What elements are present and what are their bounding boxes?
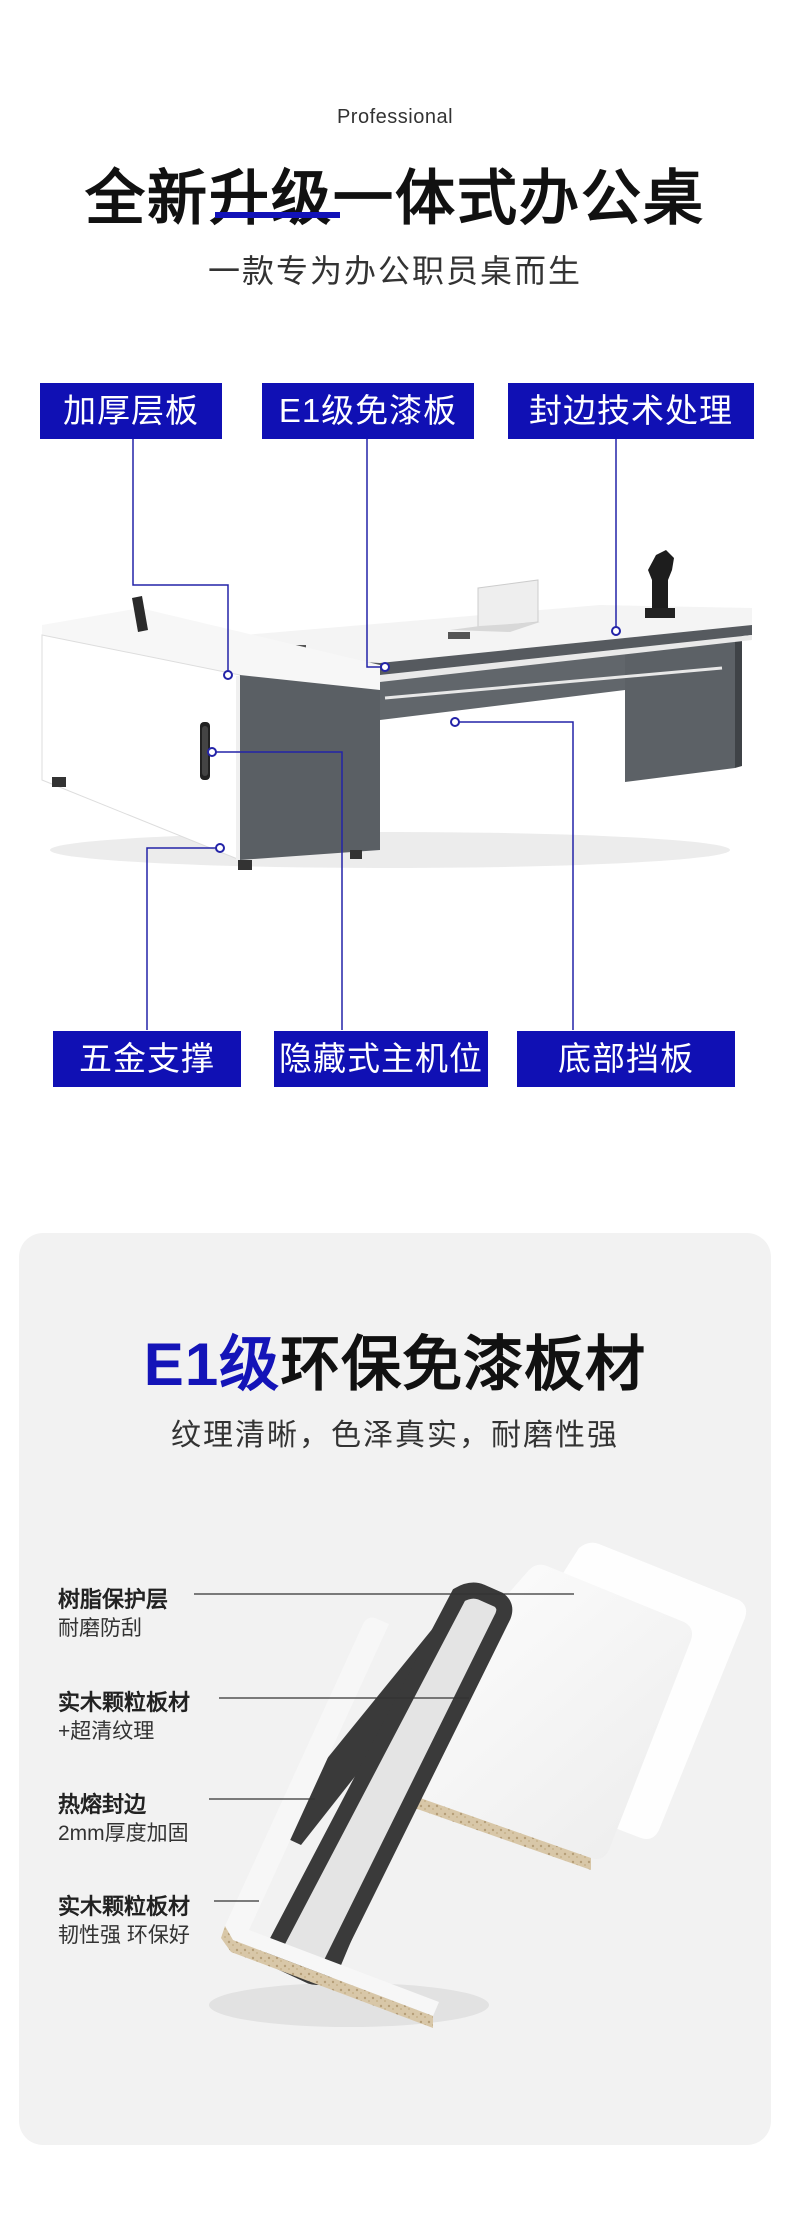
board-layers-illustration bbox=[194, 1542, 747, 2028]
layer-board-desc: 韧性强 环保好 bbox=[58, 1924, 190, 1947]
tag-edge-banding: 封边技术处理 bbox=[508, 383, 754, 439]
layer-board-name: 实木颗粒板材 bbox=[58, 1894, 191, 1919]
title-underline bbox=[215, 212, 340, 218]
tag-thick-shelf: 加厚层板 bbox=[40, 383, 222, 439]
layer-texture-name: 实木颗粒板材 bbox=[58, 1690, 191, 1715]
material-title: E1级环保免漆板材 bbox=[0, 1316, 790, 1403]
desk-illustration bbox=[41, 439, 752, 1030]
tag-hidden-host: 隐藏式主机位 bbox=[274, 1031, 488, 1087]
hero-subtitle: 一款专为办公职员桌而生 bbox=[207, 253, 582, 289]
material-subtitle: 纹理清晰，色泽真实，耐磨性强 bbox=[171, 1419, 619, 1452]
tag-hardware-support: 五金支撑 bbox=[53, 1031, 241, 1087]
layer-edge-desc: 2mm厚度加固 bbox=[58, 1822, 189, 1845]
layer-resin-name: 树脂保护层 bbox=[58, 1587, 169, 1612]
material-title-rest: 环保免漆板材 bbox=[280, 1331, 647, 1398]
layer-resin-desc: 耐磨防刮 bbox=[58, 1617, 142, 1640]
layer-edge-name: 热熔封边 bbox=[58, 1792, 147, 1817]
tag-bottom-baffle: 底部挡板 bbox=[517, 1031, 735, 1087]
tag-e1-board: E1级免漆板 bbox=[262, 383, 474, 439]
layer-texture-desc: +超清纹理 bbox=[58, 1720, 155, 1743]
hero-title: 全新升级一体式办公桌 bbox=[85, 165, 705, 232]
eyebrow-text: Professional bbox=[336, 106, 454, 128]
material-title-accent: E1级 bbox=[143, 1331, 281, 1398]
